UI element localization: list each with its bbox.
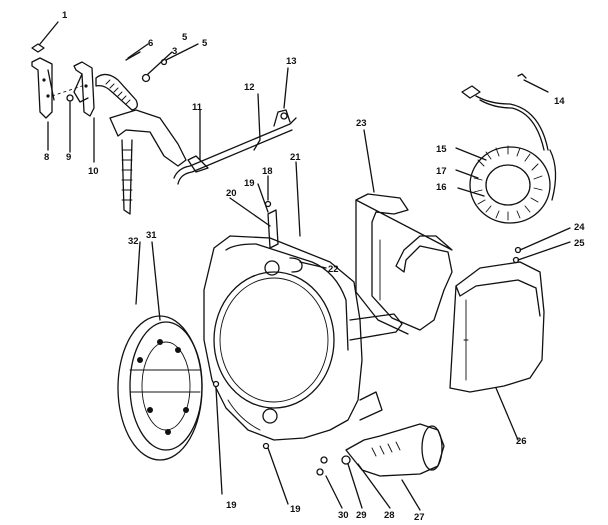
callout-number: 19 — [226, 500, 237, 511]
callout-number: 11 — [192, 102, 203, 113]
callout-number: 19 — [244, 178, 255, 189]
callout-number: 12 — [244, 82, 255, 93]
callout-number: 6 — [148, 38, 153, 49]
callout-number: 28 — [384, 510, 395, 521]
callout-number: 8 — [44, 152, 49, 163]
callout-number: 25 — [574, 238, 585, 249]
governor-rod — [173, 109, 297, 185]
callout-number: 32 — [128, 236, 139, 247]
stator-coil — [469, 145, 557, 224]
fasteners — [212, 200, 522, 450]
callout-number: 5 — [182, 32, 188, 43]
fuel-tank — [449, 261, 545, 393]
callout-number: 10 — [88, 166, 99, 177]
callout-number: 18 — [262, 166, 273, 177]
governor-linkage-assembly — [31, 43, 187, 215]
wire-harness — [461, 73, 549, 151]
callout-number: 9 — [66, 152, 71, 163]
callout-number: 14 — [554, 96, 565, 107]
callout-number: 3 — [172, 46, 177, 57]
callout-number: 21 — [290, 152, 301, 163]
callout-number: 1 — [62, 10, 68, 21]
callout-number: 17 — [436, 166, 447, 177]
callout-labels: 1 5 6 3 5 13 12 14 11 23 8 9 10 15 21 17… — [44, 10, 585, 523]
callout-number: 15 — [436, 144, 447, 155]
callout-number: 16 — [436, 182, 447, 193]
callout-number: 30 — [338, 510, 349, 521]
flywheel-screen — [117, 315, 203, 461]
leader-lines — [39, 21, 571, 511]
callout-number: 5 — [202, 38, 208, 49]
callout-number: 20 — [226, 188, 237, 199]
air-guide-shroud — [355, 193, 453, 335]
starter-motor — [316, 423, 445, 477]
callout-number: 23 — [356, 118, 367, 129]
callout-number: 29 — [356, 510, 367, 521]
callout-number: 19 — [290, 504, 301, 515]
blower-housing — [203, 209, 403, 441]
callout-number: 27 — [414, 512, 425, 523]
callout-number: 13 — [286, 56, 297, 67]
callout-number: 31 — [146, 230, 157, 241]
callout-number: 26 — [516, 436, 527, 447]
callout-number: 22 — [328, 264, 339, 275]
callout-number: 24 — [574, 222, 585, 233]
